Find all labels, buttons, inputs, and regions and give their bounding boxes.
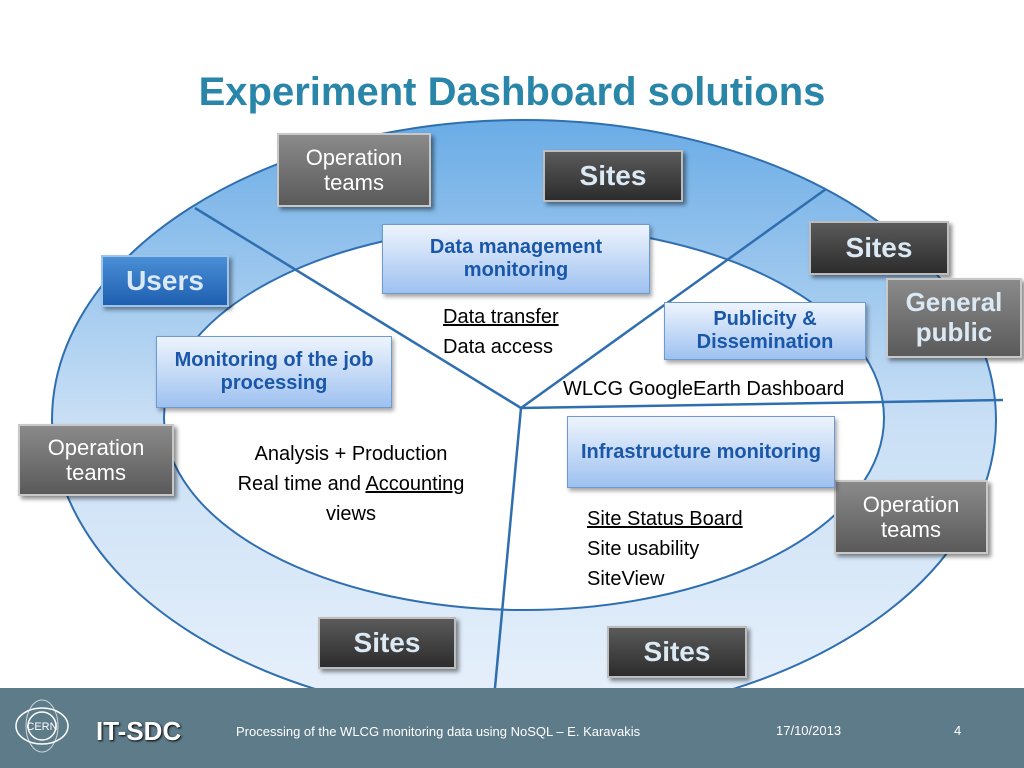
site-usability-text: Site usability (587, 538, 700, 560)
operation-teams-right-box: Operation teams (834, 480, 988, 554)
operation-teams-left-box: Operation teams (18, 424, 174, 496)
job-texts: Analysis + Production Real time and Acco… (196, 439, 506, 529)
operation-teams-top-box: Operation teams (277, 133, 431, 207)
accounting-text: Accounting (365, 473, 465, 495)
users-box: Users (101, 255, 229, 307)
analysis-production-text: Analysis + Production (254, 443, 448, 465)
cern-logo-text: CERN (26, 721, 57, 733)
footer-bar: CERN IT-SDC Processing of the WLCG monit… (0, 688, 1024, 768)
siteview-text: SiteView (587, 568, 665, 590)
data-access-text: Data access (443, 336, 554, 358)
divider-lines (194, 187, 1004, 721)
slide-title: Experiment Dashboard solutions (198, 70, 826, 114)
general-public-box: General public (886, 278, 1022, 358)
wlcg-googleearth-text: WLCG GoogleEarth Dashboard (563, 378, 845, 400)
sites-right-box: Sites (809, 221, 949, 275)
footer-talk-title: Processing of the WLCG monitoring data u… (236, 724, 641, 739)
data-texts: Data transfer Data access (443, 302, 559, 362)
views-text: views (325, 503, 376, 525)
publicity-box: Publicity & Dissemination (664, 302, 866, 360)
sites-bottom-right-box: Sites (607, 626, 747, 678)
job-processing-box: Monitoring of the job processing (156, 336, 392, 408)
data-transfer-text: Data transfer (443, 306, 559, 328)
infrastructure-box: Infrastructure monitoring (567, 416, 835, 488)
cern-logo: CERN (15, 699, 69, 753)
footer-date: 17/10/2013 (776, 723, 842, 738)
sites-top-box: Sites (543, 150, 683, 202)
data-management-box: Data management monitoring (382, 224, 650, 294)
footer-department: IT-SDC (96, 716, 182, 746)
realtime-line: Real time and Accounting (196, 469, 506, 499)
site-status-board-text: Site Status Board (587, 508, 743, 530)
sites-bottom-left-box: Sites (318, 617, 456, 669)
real-time-text: Real time and (237, 473, 361, 495)
footer-page-number: 4 (954, 723, 962, 738)
infra-texts: Site Status Board Site usability SiteVie… (587, 504, 743, 594)
